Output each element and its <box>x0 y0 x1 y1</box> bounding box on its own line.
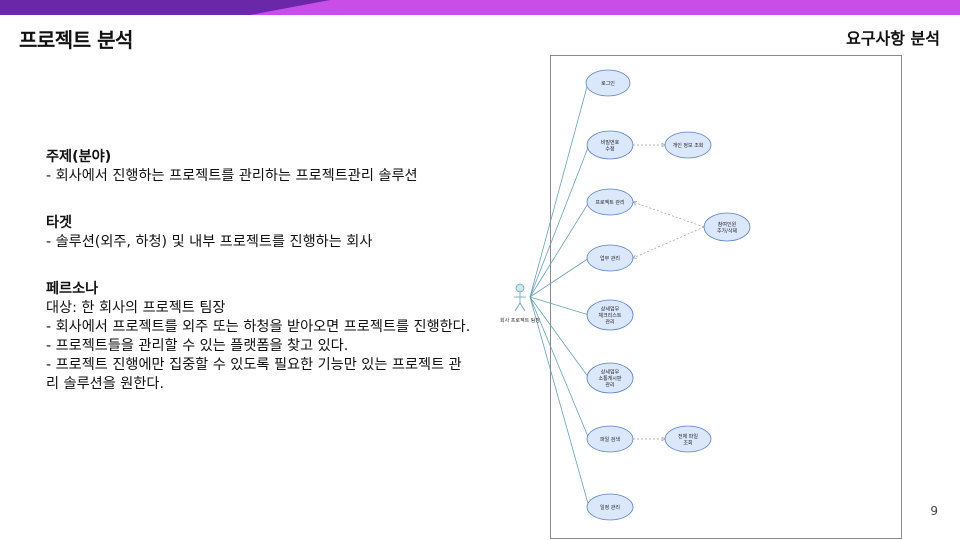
persona-line: 리 솔루션을 원한다. <box>46 376 164 392</box>
use-case-label: 추가/삭제 <box>717 227 737 234</box>
use-case-label: 체크리스트 <box>598 312 621 319</box>
association-line <box>529 144 590 298</box>
use-case-info: 개인 정보 조회 <box>664 131 712 159</box>
use-case-label: 소통게시판 <box>598 375 621 382</box>
use-case-label: 관리 <box>605 319 614 326</box>
association-line <box>529 296 590 379</box>
association-line <box>529 296 590 316</box>
use-case-label: 개인 정보 조회 <box>673 142 704 149</box>
use-case-label: 수정 <box>605 145 614 152</box>
page-title: 프로젝트 분석 <box>19 28 133 52</box>
association-line <box>529 296 590 440</box>
target-block: 타겟 - 솔루션(외주, 하청) 및 내부 프로젝트를 진행하는 회사 <box>46 214 516 252</box>
topic-line: - 회사에서 진행하는 프로젝트를 관리하는 프로젝트관리 솔루션 <box>46 168 418 184</box>
use-case-label: 비밀번호 <box>601 139 620 146</box>
persona-line: 대상: 한 회사의 프로젝트 팀장 <box>46 300 226 316</box>
use-case-sched: 일정 관리 <box>586 493 634 521</box>
persona-line: - 프로젝트들을 관리할 수 있는 플랫폼을 찾고 있다. <box>46 338 349 354</box>
page-number: 9 <box>930 504 938 518</box>
association-line <box>529 201 590 298</box>
use-case-login: 로그인 <box>585 69 631 97</box>
topic-block: 주제(분야) - 회사에서 진행하는 프로젝트를 관리하는 프로젝트관리 솔루션 <box>46 148 516 186</box>
association-line <box>529 82 589 298</box>
actor-label: 회사 프로젝트 팀장 <box>500 317 540 324</box>
relation-arrowhead <box>632 201 638 206</box>
use-case-label: 상세업무 <box>601 306 620 313</box>
actor-leg <box>514 302 521 312</box>
persona-block: 페르소나 대상: 한 회사의 프로젝트 팀장 - 회사에서 프로젝트를 외주 또… <box>46 280 516 394</box>
use-case-label: 로그인 <box>601 80 615 87</box>
persona-line: - 회사에서 프로젝트를 외주 또는 하청을 받아오면 프로젝트를 진행한다. <box>46 319 471 335</box>
association-line <box>529 257 590 298</box>
use-case-label: 참여인원 <box>718 221 737 228</box>
top-accent-stripe <box>0 0 330 15</box>
topic-heading: 주제(분야) <box>46 149 112 165</box>
include-relation-line <box>632 201 705 228</box>
target-heading: 타겟 <box>46 215 73 231</box>
use-case-label: 일정 관리 <box>600 504 620 511</box>
persona-line: - 프로젝트 진행에만 집중할 수 있도록 필요한 기능만 있는 프로젝트 관 <box>46 357 462 373</box>
use-case-label: 프로젝트 관리 <box>595 199 624 206</box>
use-case-boundary <box>550 55 902 539</box>
use-case-label: 전체 파일 <box>678 433 698 440</box>
actor-head <box>515 283 525 293</box>
use-case-label: 관리 <box>605 382 614 389</box>
target-line: - 솔루션(외주, 하청) 및 내부 프로젝트를 진행하는 회사 <box>46 234 373 250</box>
include-relation-line <box>632 226 705 259</box>
use-case-task: 업무 관리 <box>586 244 634 272</box>
use-case-label: 조회 <box>683 439 692 446</box>
use-case-label: 파일 검색 <box>600 436 620 443</box>
association-line <box>529 296 590 508</box>
analysis-text: 주제(분야) - 회사에서 진행하는 프로젝트를 관리하는 프로젝트관리 솔루션… <box>46 148 516 422</box>
use-case-label: 업무 관리 <box>600 255 620 262</box>
persona-heading: 페르소나 <box>46 281 99 297</box>
actor-leg <box>519 302 526 312</box>
use-case-label: 상세업무 <box>601 369 620 376</box>
use-case-proj: 프로젝트 관리 <box>586 188 634 216</box>
use-case-file: 파일 검색 <box>586 425 634 453</box>
section-label: 요구사항 분석 <box>846 29 940 48</box>
